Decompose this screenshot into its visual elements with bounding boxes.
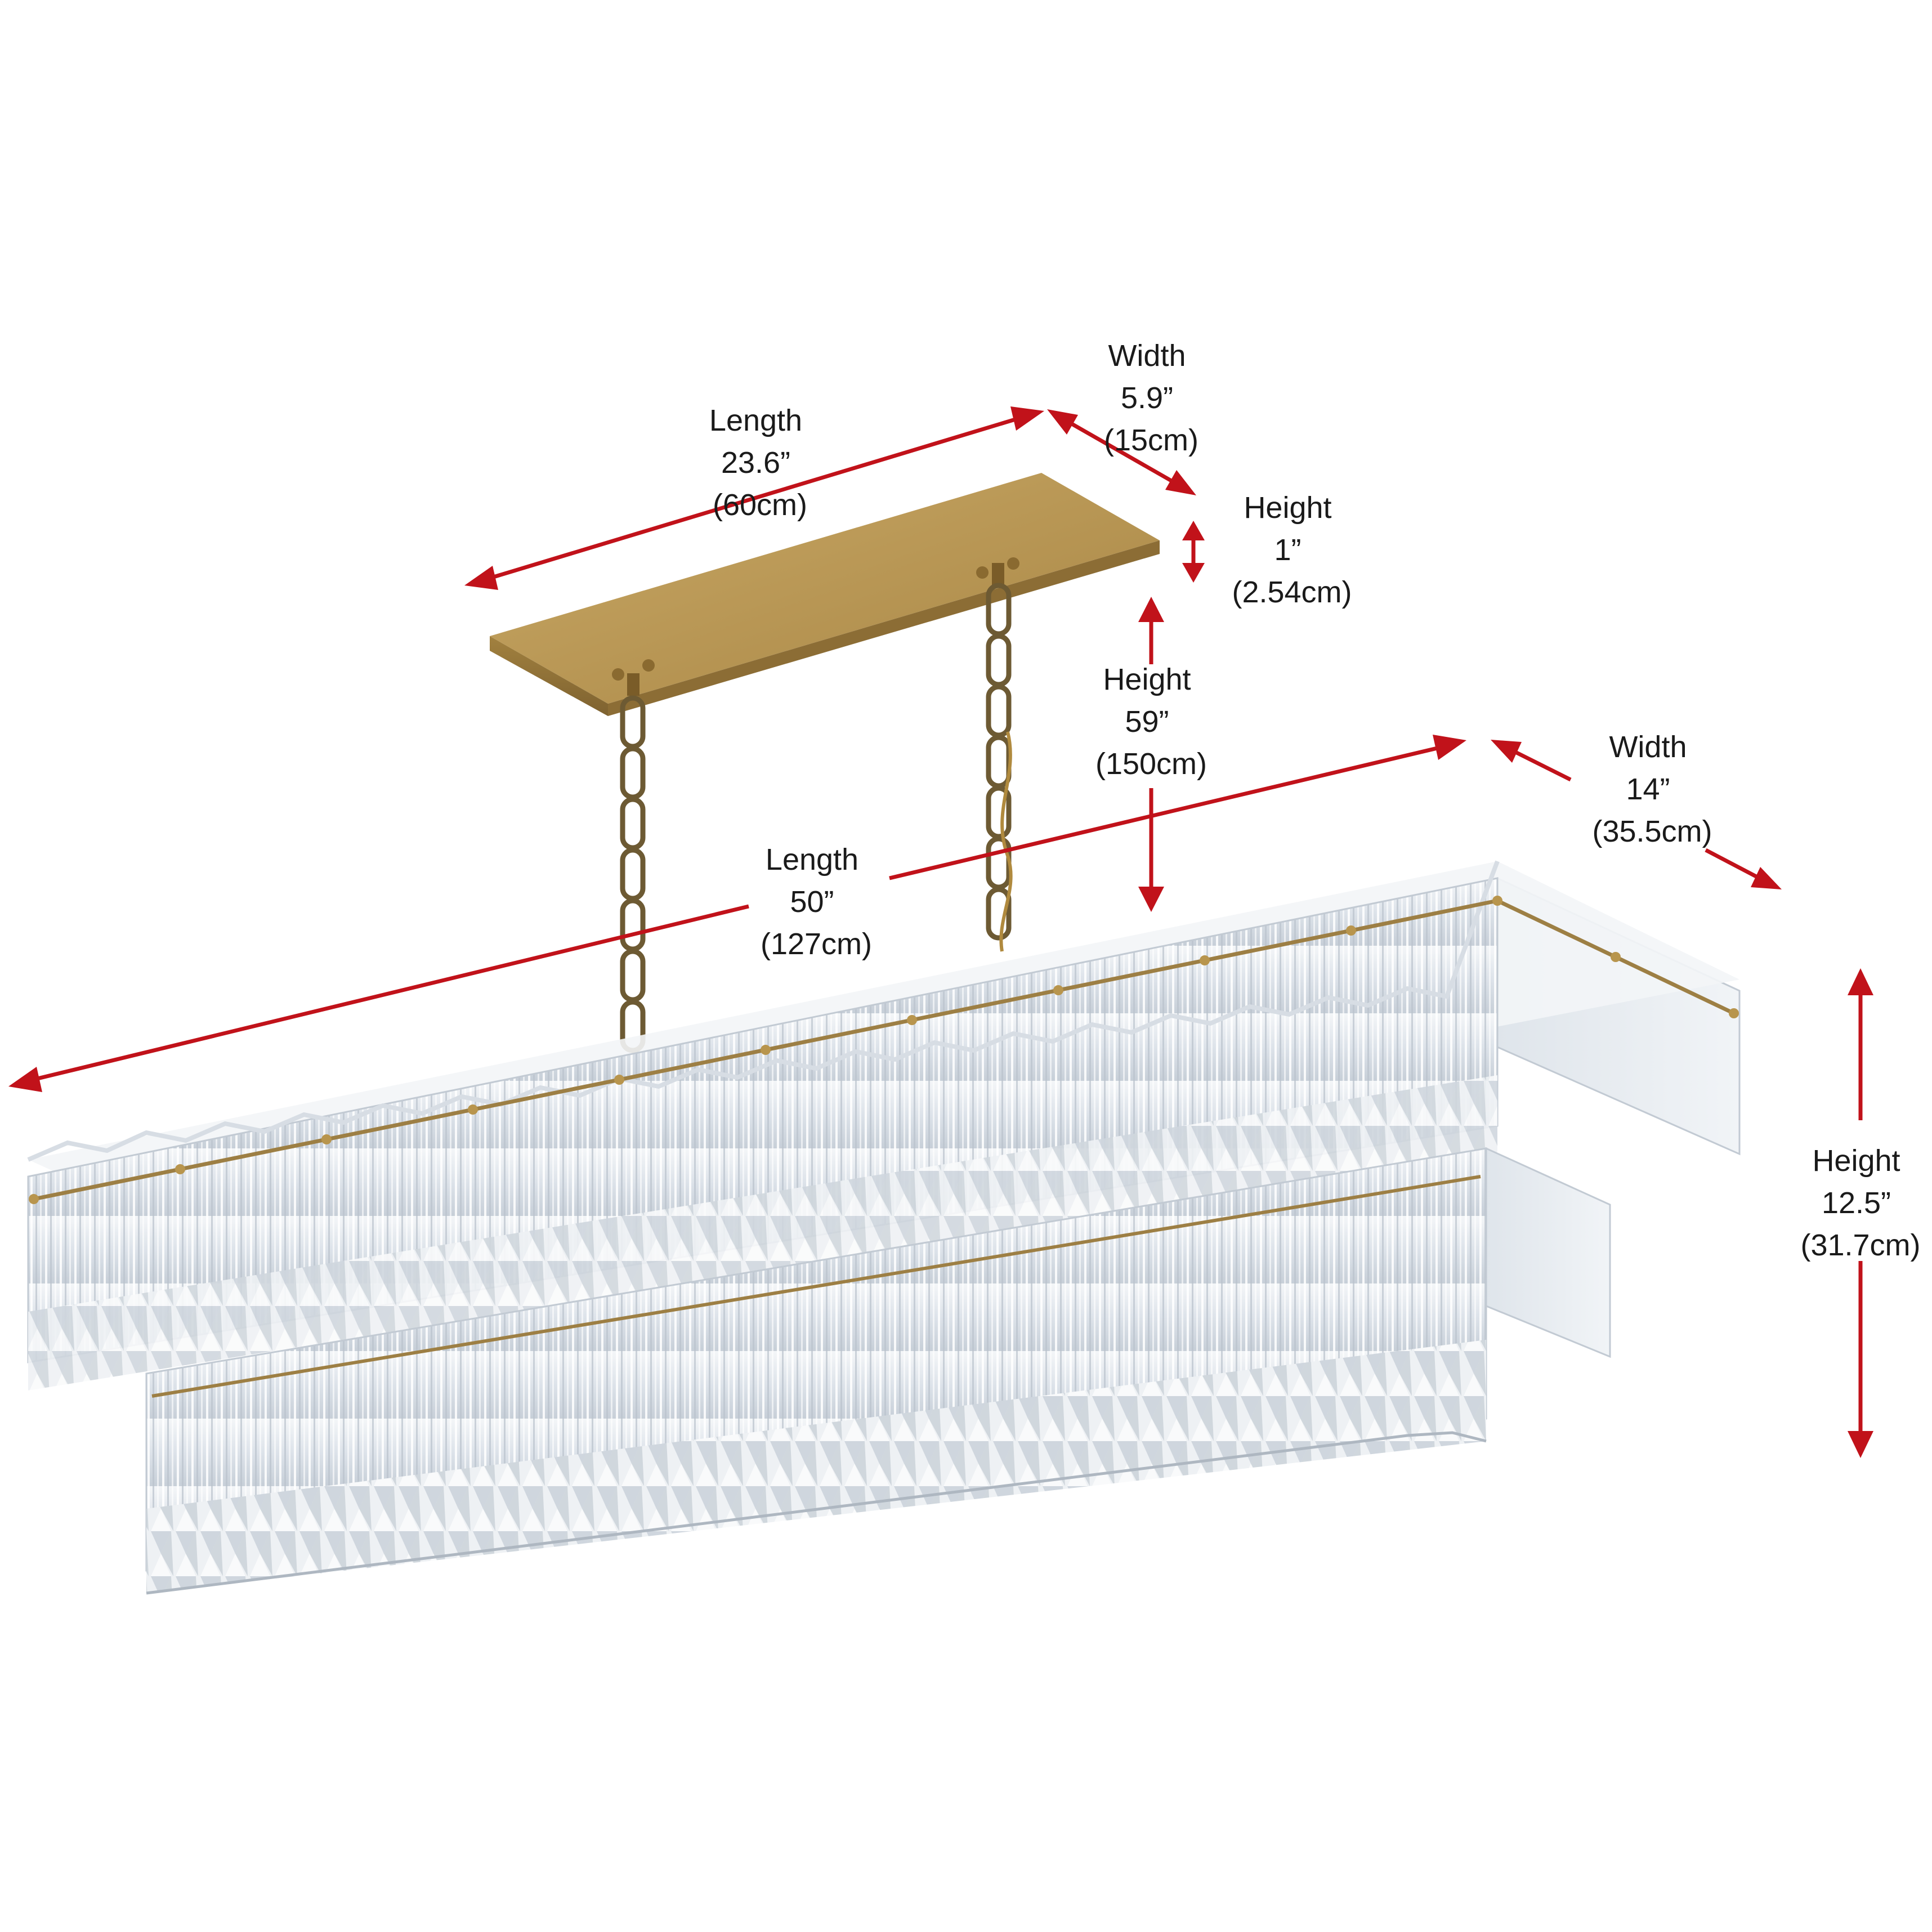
upper-tier-prism-skirt — [28, 1075, 1497, 1390]
left-chain — [620, 695, 646, 1053]
canopy-front-face — [490, 636, 608, 716]
canopy-width-arrow — [1047, 409, 1196, 495]
canopy — [490, 473, 1160, 716]
body-height-label: Height 12.5” (31.7cm) — [1800, 1144, 1920, 1262]
canopy-height-label: Height 1” (2.54cm) — [1232, 491, 1352, 609]
hanging-height-label: Height 59” (150cm) — [1095, 663, 1207, 781]
upper-tier — [27, 860, 1741, 1390]
body-length-arrow — [8, 735, 1466, 1092]
body-length-label: Length 50” (127cm) — [761, 843, 872, 961]
dimension-labels: Length 23.6” (60cm) Width 5.9” (15cm) He… — [709, 339, 1921, 1262]
canopy-length-arrow — [464, 406, 1044, 590]
body-width-arrow — [1491, 740, 1782, 889]
right-chain — [986, 583, 1012, 941]
dimension-arrows — [8, 406, 1873, 1458]
canopy-height-arrow — [1182, 521, 1205, 583]
chandelier-illustration — [27, 473, 1741, 1595]
lower-tier-prism-skirt — [146, 1340, 1486, 1593]
upper-tier-icicle-edge — [27, 860, 1500, 1162]
body-width-label: Width 14” (35.5cm) — [1592, 730, 1712, 848]
canopy-length-label: Length 23.6” (60cm) — [709, 404, 811, 522]
lower-tier — [145, 1147, 1611, 1595]
canopy-side-face — [608, 540, 1160, 716]
lower-tier-side-face — [1485, 1147, 1611, 1358]
canopy-top-face — [490, 473, 1160, 704]
hanging-height-arrow — [1138, 597, 1164, 912]
canopy-width-label: Width 5.9” (15cm) — [1104, 339, 1198, 457]
body-height-arrow — [1848, 968, 1873, 1458]
